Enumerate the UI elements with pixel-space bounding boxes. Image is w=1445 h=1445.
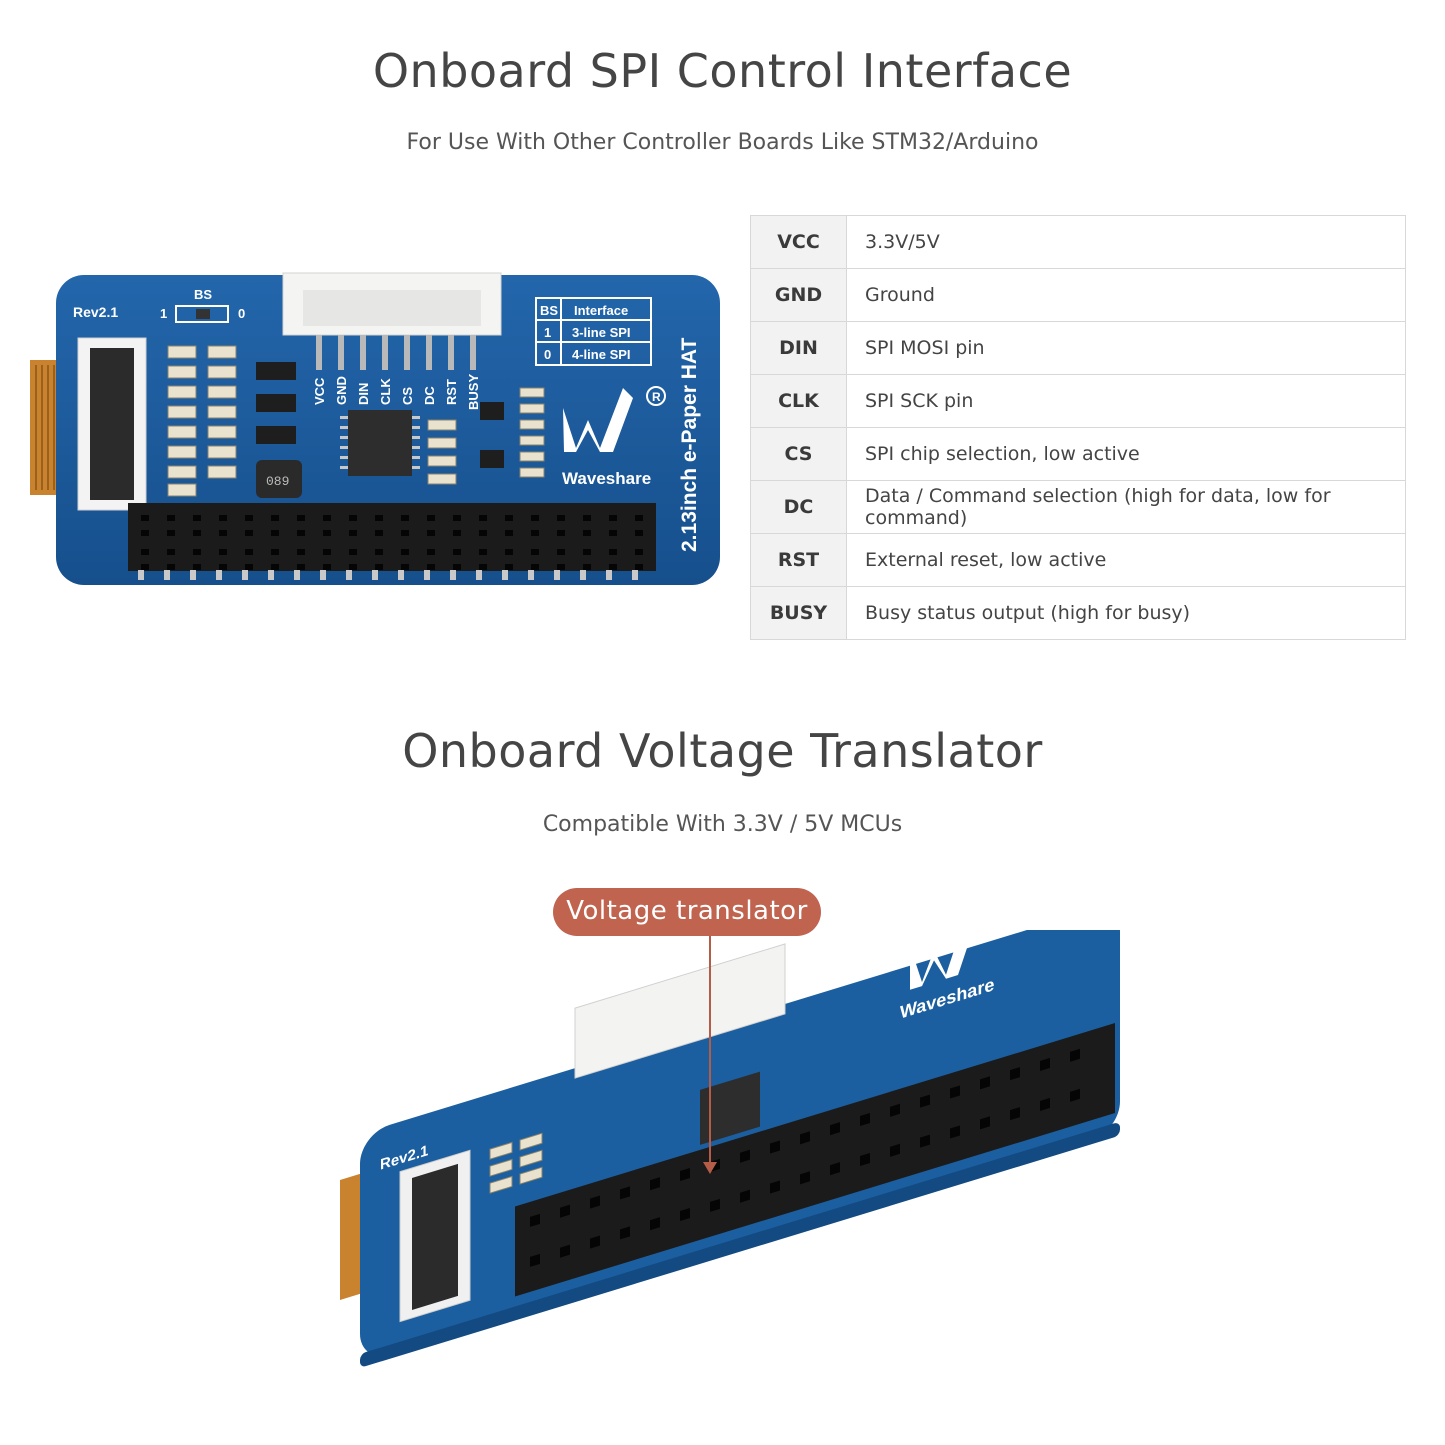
section1-subtitle: For Use With Other Controller Boards Lik…: [406, 130, 1039, 155]
gpio-header-angled: [515, 1023, 1115, 1297]
voltage-translator-callout: Voltage translator: [553, 888, 821, 936]
bs-label: BS: [194, 287, 212, 302]
pin-description: Ground: [846, 268, 1406, 322]
pin-label-gnd: GND: [334, 376, 349, 405]
pin-name: DC: [750, 480, 847, 534]
svg-text:R: R: [652, 390, 661, 404]
brand-label: Waveshare: [562, 469, 651, 488]
inductor: [256, 460, 302, 498]
voltage-translator-chip-angled: [700, 1071, 760, 1145]
inductor-label: 089: [266, 474, 289, 489]
section1-title: Onboard SPI Control Interface: [372, 44, 1073, 98]
pin-label-dc: DC: [422, 386, 437, 405]
pin-name: DIN: [750, 321, 847, 375]
pin-connector-angled: [574, 943, 786, 1079]
pin-description: SPI MOSI pin: [846, 321, 1406, 375]
bs-zero: 0: [238, 306, 245, 321]
pin-name: BUSY: [750, 586, 847, 640]
pin-description: SPI SCK pin: [846, 374, 1406, 428]
callout-leader-line: [709, 936, 711, 1168]
bs-table-header-interface: Interface: [574, 303, 628, 318]
rev-label: Rev2.1: [73, 304, 118, 320]
pin-label-busy: BUSY: [466, 374, 481, 410]
bs-table-row1-bs: 1: [544, 325, 551, 340]
pin-description: External reset, low active: [846, 533, 1406, 587]
pin-name: VCC: [750, 215, 847, 269]
pin-description: Busy status output (high for busy): [846, 586, 1406, 640]
bs-switch: [175, 305, 229, 323]
gpio-header: [128, 503, 656, 571]
pin-label-vcc: VCC: [312, 377, 327, 405]
section2-subtitle: Compatible With 3.3V / 5V MCUs: [542, 812, 903, 837]
pin-name: CLK: [750, 374, 847, 428]
pin-name: RST: [750, 533, 847, 587]
bs-table-row2-interface: 4-line SPI: [572, 347, 631, 362]
waveshare-logo-angled: [910, 930, 978, 990]
pin-name: GND: [750, 268, 847, 322]
board-photo-angled: Rev2.1 Waveshare: [340, 930, 1120, 1367]
pin-label-cs: CS: [400, 387, 415, 405]
waveshare-logo: R Waveshare: [562, 386, 666, 488]
pin-description: SPI chip selection, low active: [846, 427, 1406, 481]
section2-title: Onboard Voltage Translator: [402, 724, 1043, 778]
board-photo-top: VCC GND DIN CLK CS DC RST BUSY Rev2.1 BS…: [30, 272, 720, 585]
bs-table-row2-bs: 0: [544, 347, 551, 362]
pin-name: CS: [750, 427, 847, 481]
callout-pointer: [703, 1162, 717, 1174]
bs-table-row1-interface: 3-line SPI: [572, 325, 631, 340]
voltage-translator-chip: [348, 410, 412, 476]
bs-one: 1: [160, 306, 167, 321]
pin-label-din: DIN: [356, 383, 371, 405]
product-label: 2.13inch e-Paper HAT: [678, 337, 701, 552]
bs-table: BS Interface 1 3-line SPI 0 4-line SPI: [535, 297, 652, 366]
pin-label-clk: CLK: [378, 378, 393, 405]
pin-description: 3.3V/5V: [846, 215, 1406, 269]
bs-table-header-bs: BS: [540, 303, 558, 318]
pin-description: Data / Command selection (high for data,…: [846, 480, 1406, 534]
pin-label-rst: RST: [444, 379, 459, 405]
